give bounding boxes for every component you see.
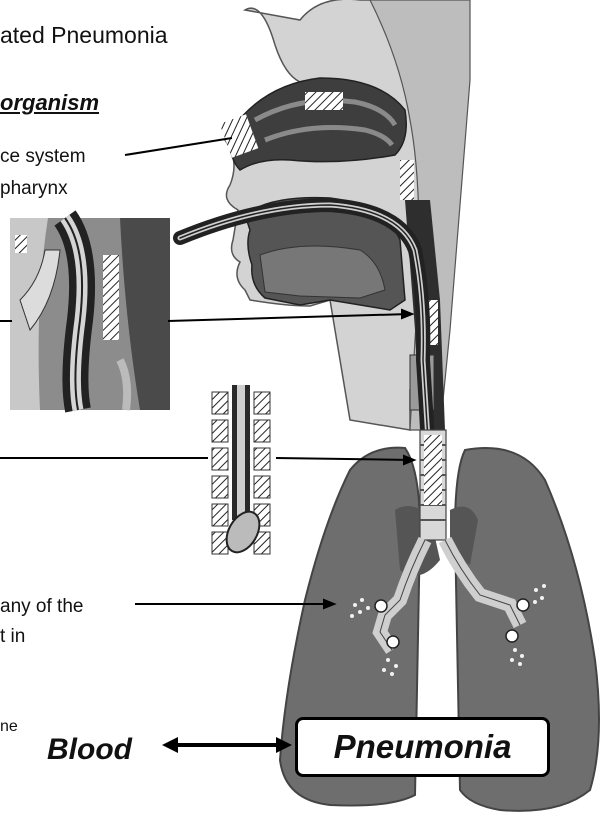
- text-line-2: pharynx: [0, 178, 68, 200]
- organism-heading: organism: [0, 90, 99, 116]
- pharynx-inset: [10, 218, 170, 410]
- blood-pneumonia-arrow: [162, 737, 292, 753]
- text-line-5: ne: [0, 718, 18, 736]
- blood-label: Blood: [47, 733, 132, 767]
- diagram-title: ated Pneumonia: [0, 22, 168, 49]
- text-line-1: ce system: [0, 146, 86, 168]
- pneumonia-label: Pneumonia: [334, 728, 512, 766]
- text-line-4: t in: [0, 626, 25, 648]
- text-line-3: any of the: [0, 596, 83, 618]
- trachea-inset: [210, 385, 272, 565]
- pneumonia-box: Pneumonia: [295, 717, 550, 777]
